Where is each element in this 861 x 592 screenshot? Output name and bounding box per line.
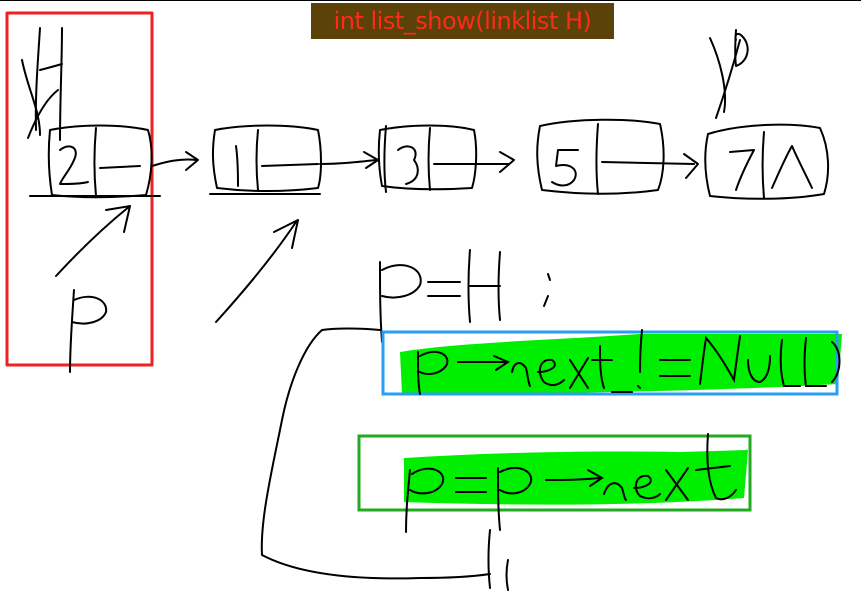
list-node-4 — [536, 118, 695, 195]
head-label-H — [21, 27, 63, 141]
arrow-2-to-3 — [319, 151, 379, 169]
title-text: int list_show(linklist H) — [333, 7, 592, 35]
pointer-arrow-1 — [55, 205, 131, 277]
loop-bracket-tail — [487, 529, 509, 591]
top-border — [0, 0, 861, 1]
function-signature-title: int list_show(linklist H) — [311, 3, 614, 39]
pointer-p-label — [69, 289, 108, 373]
loop-step-block — [357, 433, 752, 533]
pointer-p-tail — [709, 29, 749, 119]
list-node-1 — [29, 124, 161, 199]
list-node-2 — [209, 124, 322, 195]
code-init-p-equals-H — [379, 249, 551, 343]
loop-bracket — [260, 327, 491, 580]
arrow-3-to-4 — [499, 151, 515, 173]
arrow-1-to-2 — [151, 151, 199, 171]
head-highlight-frame — [5, 11, 154, 367]
list-node-3 — [377, 124, 509, 193]
loop-condition-block — [381, 329, 842, 396]
arrow-4-to-5 — [683, 153, 699, 179]
list-node-5 — [704, 123, 830, 200]
pointer-arrow-2 — [215, 219, 299, 323]
